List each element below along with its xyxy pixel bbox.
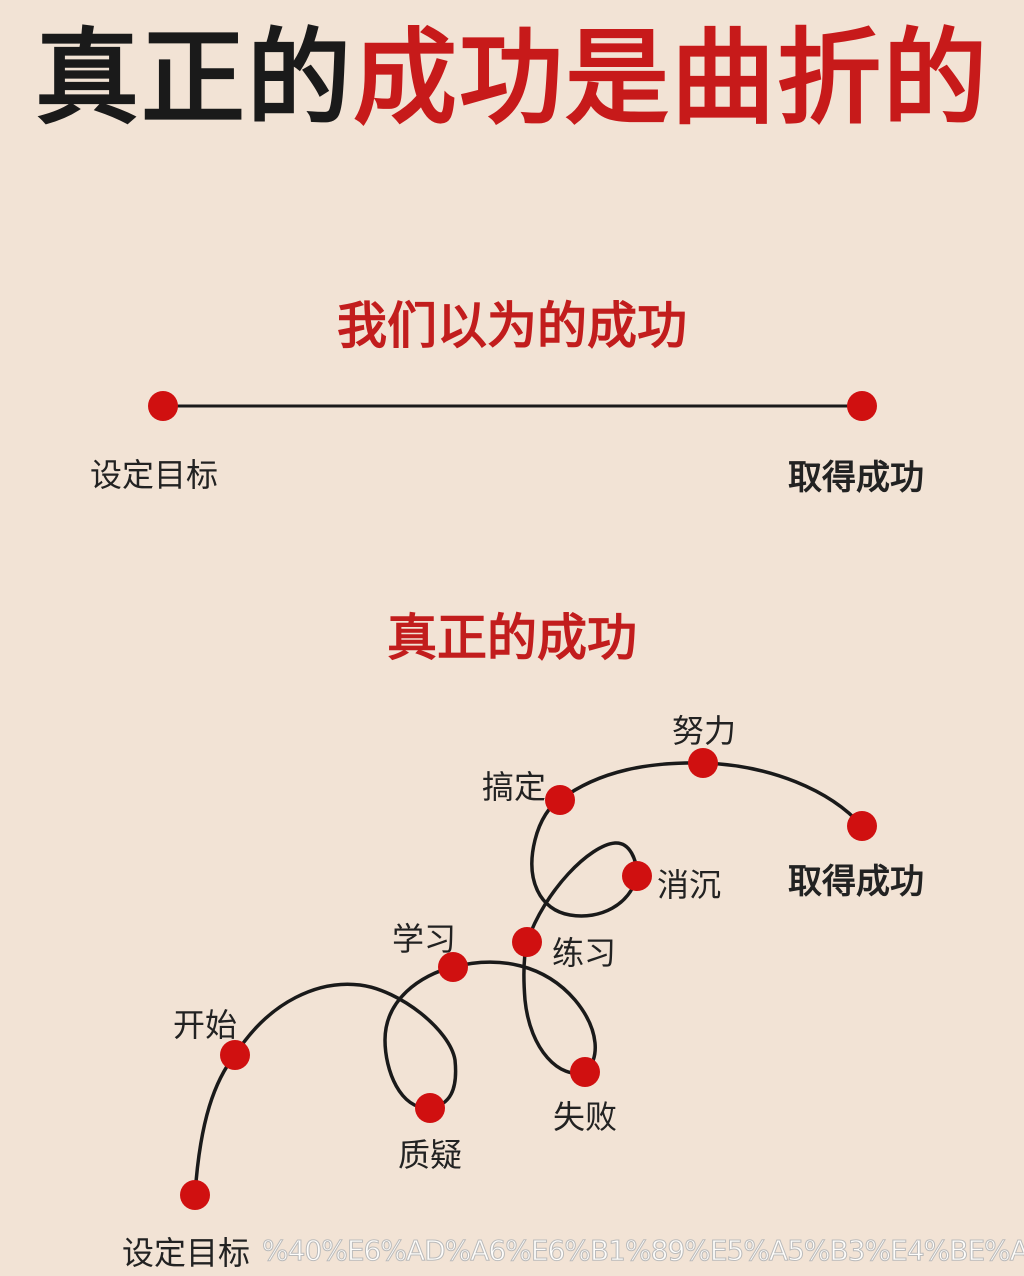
node-learn <box>438 952 468 982</box>
node-set-goal <box>180 1180 210 1210</box>
title-red-part: 成功是曲折的 <box>353 17 990 139</box>
label-success: 取得成功 <box>788 862 924 902</box>
watermark: %40%E6%AD%A6%E6%B1%89%E5%A5%B3%E4%BE%A0 <box>262 1234 1024 1268</box>
winding-path <box>193 761 864 1196</box>
imagined-heading: 我们以为的成功 <box>337 297 687 355</box>
label-depressed: 消沉 <box>657 866 722 904</box>
label-learn: 学习 <box>392 920 457 958</box>
imagined-end-label: 取得成功 <box>788 458 924 498</box>
node-practice <box>512 927 542 957</box>
label-practice: 练习 <box>552 934 617 972</box>
imagined-end-node <box>847 391 877 421</box>
label-effort: 努力 <box>672 712 737 750</box>
page-title: 真正的成功是曲折的 <box>0 18 1024 138</box>
label-set-goal: 设定目标 <box>122 1234 251 1272</box>
node-doubt <box>415 1093 445 1123</box>
label-doubt: 质疑 <box>398 1136 463 1174</box>
label-done: 搞定 <box>482 768 547 806</box>
node-done <box>545 785 575 815</box>
node-fail <box>570 1057 600 1087</box>
node-success <box>847 811 877 841</box>
label-fail: 失败 <box>553 1098 618 1136</box>
label-start: 开始 <box>173 1006 238 1044</box>
real-heading: 真正的成功 <box>387 609 637 667</box>
node-depressed <box>622 861 652 891</box>
node-start <box>220 1040 250 1070</box>
title-black-part: 真正的 <box>34 17 353 139</box>
node-effort <box>688 748 718 778</box>
imagined-start-label: 设定目标 <box>90 456 219 494</box>
imagined-start-node <box>148 391 178 421</box>
